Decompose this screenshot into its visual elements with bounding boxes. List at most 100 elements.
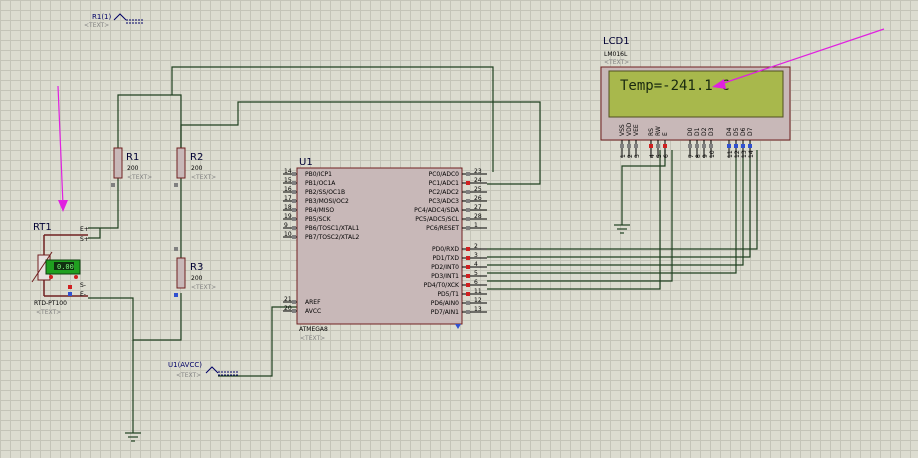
wire-rt1-splus	[88, 228, 101, 239]
u1-pin-number: 16	[284, 186, 292, 193]
u1-pin-name: PC4/ADC4/SDA	[414, 207, 460, 214]
r1-value: 200	[127, 165, 139, 172]
u1-pin-number: 19	[284, 213, 292, 220]
rt1-display: 0.00	[57, 263, 74, 271]
lcd1-pin-name: D2	[701, 127, 708, 136]
lcd1-pin-marker	[649, 144, 653, 148]
u1-pin-marker	[466, 226, 470, 230]
rtd-sensor-rt1[interactable]: RT1 0.00 E+ S+ S- E- RTD-PT100 <TEXT>	[31, 222, 89, 316]
u1-pin-marker	[466, 256, 470, 260]
lcd1-pin-number: 14	[748, 150, 755, 158]
u1-pin-marker	[292, 208, 296, 212]
u1-pin-name: PB1/OC1A	[305, 180, 336, 187]
u1-pin-number: 23	[474, 168, 482, 175]
u1-pin-marker	[466, 190, 470, 194]
wire-pd3	[487, 150, 737, 274]
lcd1-pin-marker	[748, 144, 752, 148]
rt1-text: <TEXT>	[36, 309, 61, 316]
u1-pin-number: 10	[284, 231, 292, 238]
u1-pin-name: PD5/T1	[437, 291, 459, 298]
u1-pin-marker	[466, 283, 470, 287]
lcd1-pins: VSS1VDD2VEE3RS4RW5E6D07D18D29D310D411D51…	[619, 122, 755, 158]
r2-text: <TEXT>	[191, 174, 216, 181]
lcd1-model: LM016L	[604, 51, 628, 58]
wire-r3-gnd	[88, 293, 182, 341]
u1-pin-name: PD3/INT1	[431, 273, 459, 280]
r1-text: <TEXT>	[127, 174, 152, 181]
probe-marker-left	[57, 85, 68, 212]
r3-value: 200	[191, 275, 203, 282]
lcd-display-lcd1[interactable]: LCD1 LM016L <TEXT> Temp=-241.1 C VSS1VDD…	[600, 36, 791, 158]
u1-pin-name: PB4/MISO	[305, 207, 334, 214]
u1-pin-number: 9	[284, 222, 288, 229]
u1-pin-marker	[292, 190, 296, 194]
u1-pin-name: PC5/ADC5/SCL	[415, 216, 459, 223]
wire-lcd-rs	[621, 150, 666, 225]
u1-pin-marker	[292, 199, 296, 203]
u1-pin-number: 6	[474, 279, 478, 286]
u1-pin-marker	[292, 181, 296, 185]
u1-pin-number: 4	[474, 261, 478, 268]
u1-pin-name: PB3/MOSI/OC2	[305, 198, 349, 205]
u1-pin-marker	[292, 300, 296, 304]
resistor-r3[interactable]: R3 200 <TEXT>	[174, 247, 216, 297]
terminal-avcc[interactable]: U1(AVCC) <TEXT>	[168, 361, 238, 379]
u1-pin-number: 5	[474, 270, 478, 277]
lcd1-pin-name: E	[662, 132, 669, 136]
resistor-r2[interactable]: R2 200 <TEXT>	[174, 147, 216, 187]
rt1-decrease-button[interactable]	[49, 275, 53, 279]
lcd1-pin-number: 5	[656, 154, 663, 158]
u1-pin-marker	[292, 217, 296, 221]
u1-pin-marker	[466, 247, 470, 251]
lcd1-pin-marker	[634, 144, 638, 148]
lcd1-ref: LCD1	[603, 36, 630, 47]
u1-pin-marker	[466, 274, 470, 278]
lcd1-pin-name: VEE	[633, 124, 640, 136]
u1-pin-number: 13	[474, 306, 482, 313]
lcd1-screen-text: Temp=-241.1 C	[620, 78, 730, 94]
lcd1-pin-marker	[656, 144, 660, 148]
u1-pin-number: 28	[474, 213, 482, 220]
r3-text: <TEXT>	[191, 284, 216, 291]
u1-pin-marker	[292, 226, 296, 230]
u1-pin-marker	[466, 181, 470, 185]
wire-pd0	[487, 150, 758, 250]
rt1-increase-button[interactable]	[74, 275, 78, 279]
rt1-pin-eminus: E-	[80, 291, 86, 298]
lcd1-pin-number: 3	[634, 154, 641, 158]
lcd1-pin-number: 9	[702, 154, 709, 158]
lcd1-pin-name: VSS	[619, 124, 626, 136]
wire-r1-rt1	[88, 178, 119, 229]
u1-pin-number: 26	[474, 195, 482, 202]
u1-pin-marker	[466, 292, 470, 296]
wire-pd1	[487, 150, 751, 258]
terminal-r1-label: R1(1)	[92, 13, 112, 21]
u1-pin-name: PD7/AIN1	[431, 309, 459, 316]
u1-pin-number: 24	[474, 177, 482, 184]
u1-pin-number: 18	[284, 204, 292, 211]
rt1-model: RTD-PT100	[34, 300, 67, 307]
lcd1-pin-number: 10	[709, 150, 716, 158]
u1-pin-marker	[466, 172, 470, 176]
r3-ref: R3	[190, 262, 203, 273]
terminal-r1[interactable]: R1(1) <TEXT>	[84, 13, 144, 29]
u1-pin-name: PB2/SS/OC1B	[305, 189, 345, 196]
u1-pin-name: AREF	[305, 299, 321, 306]
lcd1-pin-number: 7	[688, 154, 695, 158]
u1-pin-marker	[292, 172, 296, 176]
r1-ref: R1	[126, 152, 139, 163]
u1-pin-marker	[466, 301, 470, 305]
u1-pin-name: AVCC	[305, 308, 321, 315]
lcd1-pin-marker	[627, 144, 631, 148]
resistor-r1[interactable]: R1 200 <TEXT>	[111, 147, 152, 187]
wire-r2-pc0	[171, 66, 494, 172]
lcd1-pin-name: RW	[655, 126, 662, 136]
u1-pin-name: PD6/AIN0	[431, 300, 459, 307]
wire-r1-r2-top	[117, 94, 182, 148]
u1-pin-number: 20	[284, 305, 292, 312]
lcd1-pin-marker	[734, 144, 738, 148]
